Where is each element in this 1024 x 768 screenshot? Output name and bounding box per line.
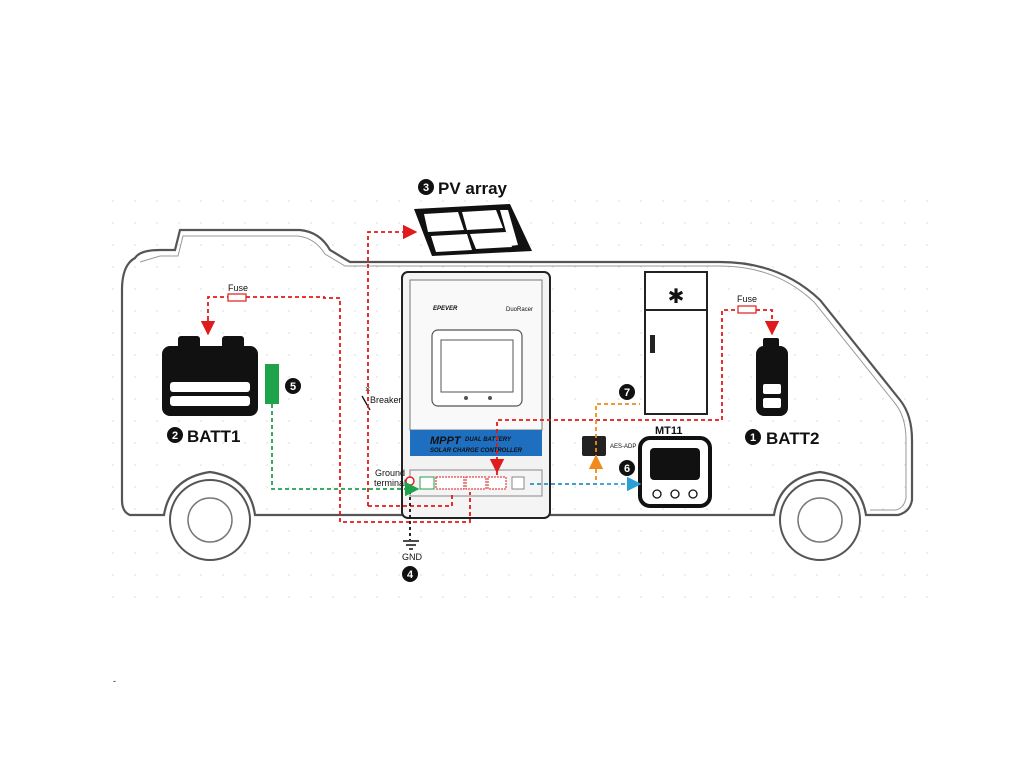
ground-terminal bbox=[405, 476, 415, 486]
svg-text:7: 7 bbox=[624, 387, 630, 399]
ground-terminal-label-2: terminal bbox=[374, 478, 406, 488]
pv-array-label: PV array bbox=[438, 179, 508, 198]
batt1-positive-wire bbox=[207, 296, 471, 523]
marker-1: 1 bbox=[745, 429, 761, 445]
batt1-label: BATT1 bbox=[187, 427, 241, 446]
fuse-right-label: Fuse bbox=[737, 294, 757, 304]
fuse-right bbox=[737, 305, 757, 314]
terminal-blocks bbox=[419, 476, 525, 490]
pv-to-terminal-wire bbox=[368, 492, 453, 507]
controller-brand: EPEVER bbox=[433, 306, 458, 312]
mt11-label: MT11 bbox=[655, 425, 683, 437]
fuse-left-label: Fuse bbox=[228, 283, 248, 293]
gnd-symbol bbox=[403, 540, 419, 550]
marker-4: 4 bbox=[402, 566, 418, 582]
mt11-display bbox=[638, 436, 712, 508]
camper-outline bbox=[120, 228, 914, 517]
controller-panel-title: MPPT bbox=[430, 435, 462, 447]
aes-adp-adapter bbox=[582, 436, 606, 456]
controller-panel-sub1: DUAL BATTERY bbox=[465, 437, 512, 443]
adapter-wire bbox=[530, 403, 640, 485]
marker-5: 5 bbox=[285, 378, 301, 394]
aes-adp-label: AES-ADP bbox=[610, 444, 636, 450]
ground-terminal-label-1: Ground bbox=[375, 468, 405, 478]
svg-text:5: 5 bbox=[290, 381, 296, 393]
pv-array bbox=[414, 204, 532, 256]
svg-text:6: 6 bbox=[624, 463, 630, 475]
charge-controller bbox=[401, 271, 551, 519]
svg-text:×: × bbox=[365, 384, 370, 394]
pv-wire bbox=[367, 224, 418, 506]
temperature-sensor bbox=[265, 364, 279, 404]
gnd-label: GND bbox=[402, 552, 423, 562]
footnote-mark: - bbox=[113, 676, 116, 686]
fridge bbox=[644, 271, 708, 415]
svg-text:3: 3 bbox=[423, 182, 429, 194]
marker-7: 7 bbox=[619, 384, 635, 400]
fridge-symbol: ✱ bbox=[668, 284, 685, 308]
battery-sense-wire bbox=[271, 404, 420, 497]
svg-text:4: 4 bbox=[407, 569, 414, 581]
svg-text:2: 2 bbox=[172, 430, 178, 442]
svg-text:1: 1 bbox=[750, 432, 756, 444]
camper-outline-inner bbox=[139, 235, 907, 511]
breaker-label: Breaker bbox=[370, 395, 402, 405]
controller-model-tag: DuoRacer bbox=[506, 307, 533, 313]
batt2-battery bbox=[756, 338, 788, 416]
front-wheel bbox=[779, 479, 861, 561]
batt1-battery bbox=[162, 336, 258, 416]
marker-2: 2 bbox=[167, 427, 183, 443]
batt2-label: BATT2 bbox=[766, 429, 820, 448]
fuse-left bbox=[227, 293, 247, 302]
controller-panel-sub2: SOLAR CHARGE CONTROLLER bbox=[430, 448, 523, 454]
rear-wheel bbox=[169, 479, 251, 561]
marker-6: 6 bbox=[619, 460, 635, 476]
marker-3: 3 bbox=[418, 179, 434, 195]
